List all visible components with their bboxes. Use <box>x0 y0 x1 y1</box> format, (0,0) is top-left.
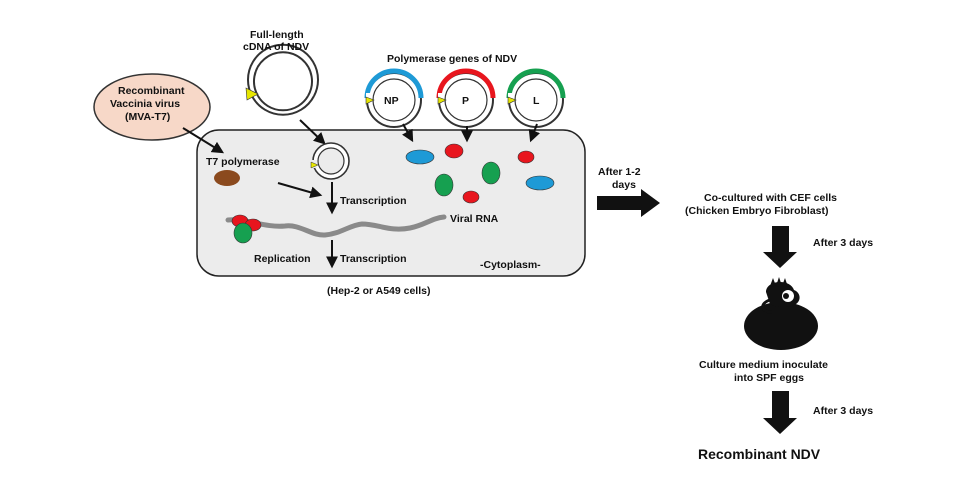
big-arrow-right <box>597 189 660 217</box>
np-plasmid: NP <box>364 68 424 128</box>
big-arrow-down-2 <box>763 391 797 434</box>
vaccinia-label-1: Recombinant <box>118 85 185 97</box>
cytoplasm-label: -Cytoplasm- <box>480 259 541 271</box>
t7-polymerase-label: T7 polymerase <box>206 156 280 168</box>
cdna-plasmid-in-cell <box>310 142 350 180</box>
after-3-days-label-1: After 3 days <box>813 237 873 249</box>
replication-label: Replication <box>254 253 311 265</box>
egg-icon <box>744 277 818 350</box>
full-length-label-1: Full-length <box>250 29 304 41</box>
l-promoter-icon <box>507 96 517 105</box>
arrow-cdna-to-cell <box>299 119 326 145</box>
np-protein-1 <box>405 149 435 165</box>
full-length-label-2: cDNA of NDV <box>243 41 309 53</box>
np-label: NP <box>384 95 399 107</box>
big-arrow-down-1 <box>763 226 797 268</box>
vaccinia-label-3: (MVA-T7) <box>125 111 170 123</box>
full-length-cdna-plasmid <box>245 43 319 116</box>
culture-label-2: into SPF eggs <box>734 372 804 384</box>
p-protein-2 <box>462 190 480 204</box>
l-label: L <box>533 95 540 107</box>
l-protein-2 <box>434 173 454 197</box>
arrow-vaccinia-to-cell <box>182 127 225 154</box>
np-promoter-icon <box>365 96 375 105</box>
arrow-np-to-cell <box>402 123 414 143</box>
vaccinia-virus <box>93 73 211 141</box>
t7-polymerase-blob <box>214 170 240 186</box>
cocultured-label-2: (Chicken Embryo Fibroblast) <box>685 205 829 217</box>
viral-rna-strand <box>225 214 447 238</box>
l-protein-1 <box>481 161 501 185</box>
p-label: P <box>462 95 469 107</box>
arrow-t7-to-transcription <box>277 182 323 199</box>
culture-label-1: Culture medium inoculate <box>699 359 828 371</box>
result-label: Recombinant NDV <box>698 446 821 462</box>
t7-promoter-icon <box>245 87 259 101</box>
transcription-top-label: Transcription <box>340 195 407 207</box>
after-3-days-label-2: After 3 days <box>813 405 873 417</box>
p-plasmid: P <box>436 68 496 128</box>
viral-rna-label: Viral RNA <box>450 213 499 225</box>
arrow-l-to-cell <box>528 123 540 143</box>
rnp-green <box>233 222 253 244</box>
polymerase-genes-label: Polymerase genes of NDV <box>387 53 517 65</box>
cell-promoter-icon <box>310 161 319 169</box>
transcription-bottom-label: Transcription <box>340 253 407 265</box>
l-plasmid: L <box>506 68 566 128</box>
np-protein-2 <box>525 175 555 191</box>
p-promoter-icon <box>437 96 447 105</box>
p-protein-1 <box>444 143 464 159</box>
cocultured-label-1: Co-cultured with CEF cells <box>704 192 837 204</box>
after-days-label-1: After 1-2 <box>598 166 641 178</box>
vaccinia-label-2: Vaccinia virus <box>110 98 180 110</box>
p-protein-3 <box>517 150 535 164</box>
after-days-label-2: days <box>612 179 636 191</box>
cell-type-label: (Hep-2 or A549 cells) <box>327 285 430 297</box>
